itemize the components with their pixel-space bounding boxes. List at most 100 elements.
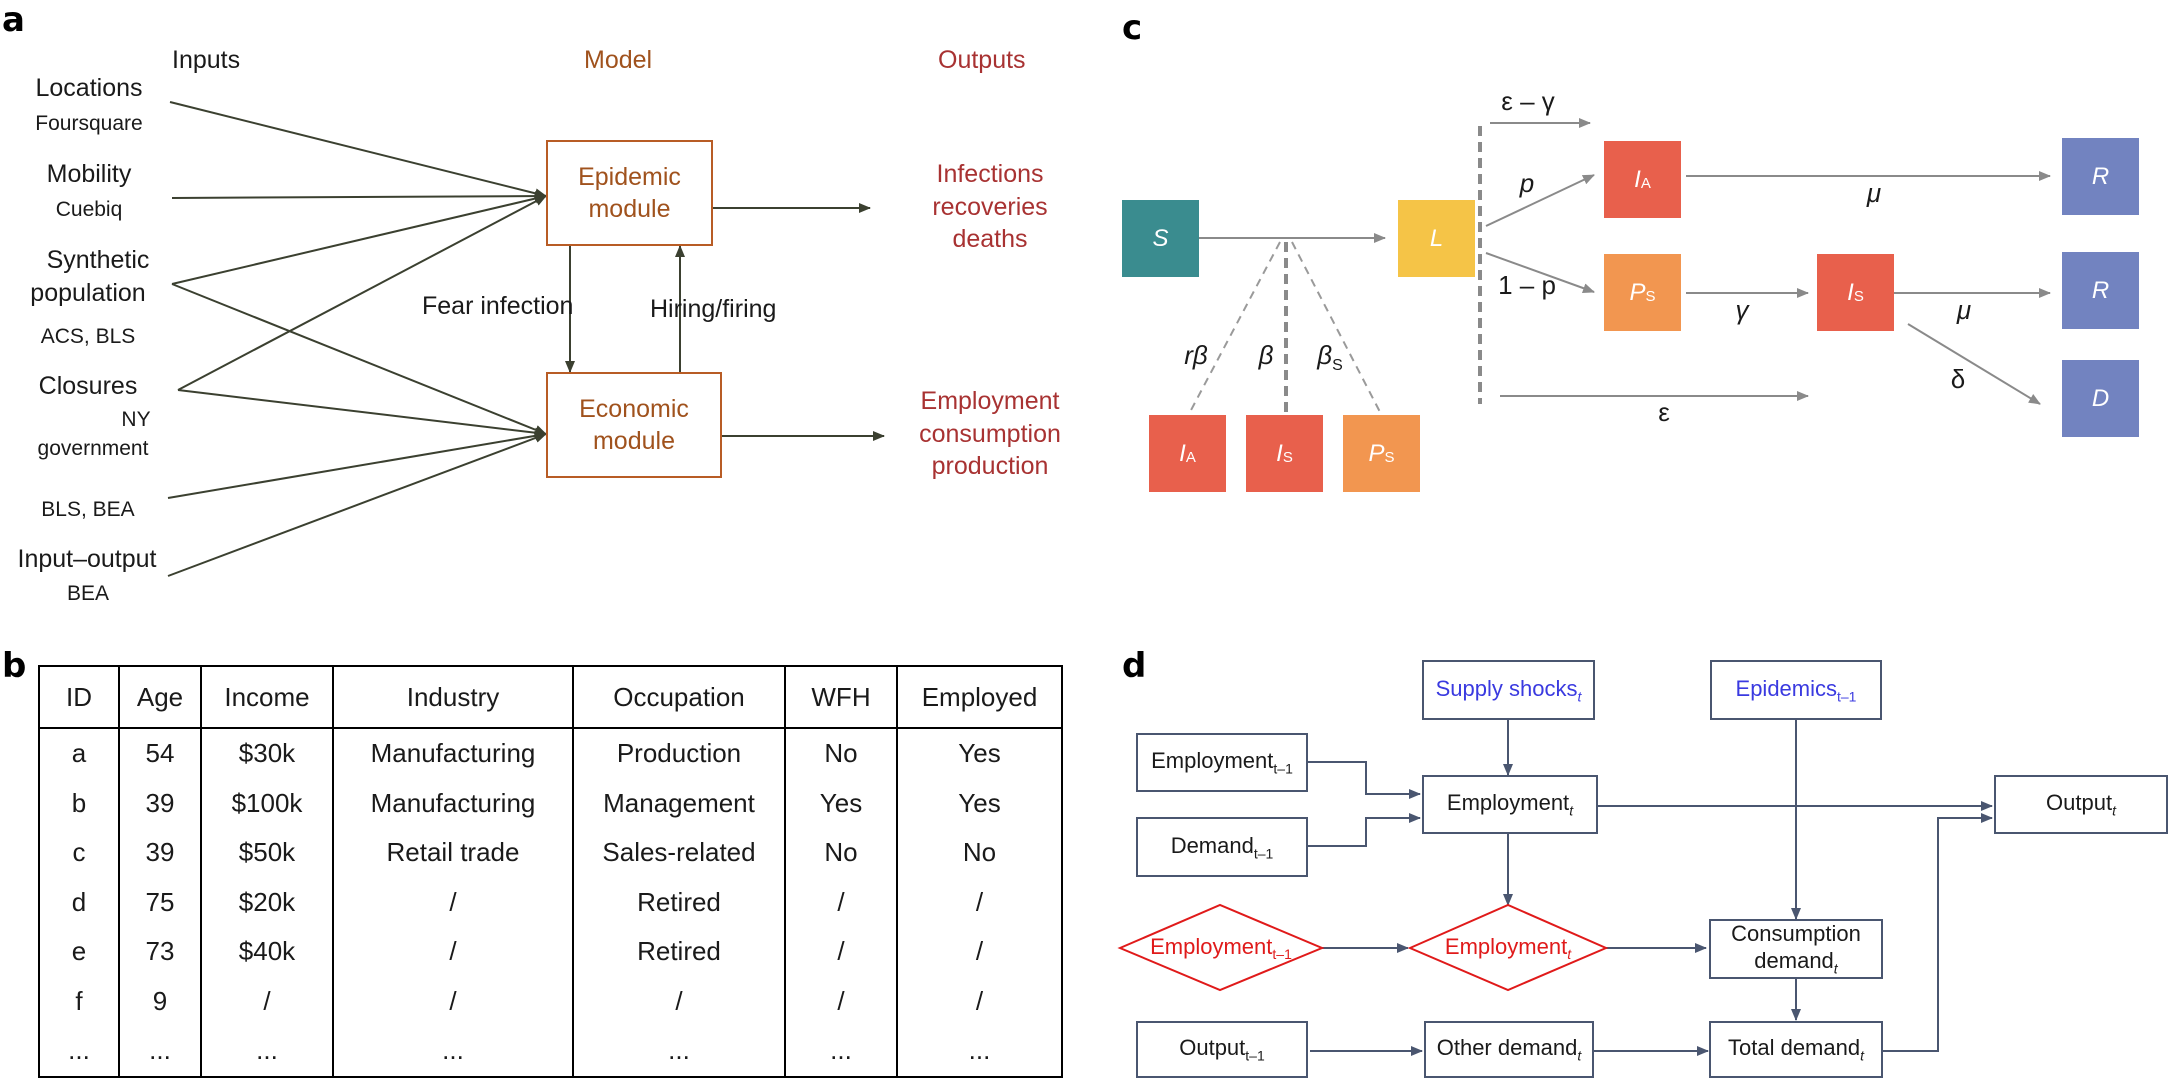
outputs-econ-line1: Employment [920,387,1060,415]
rate-beta-s-sub: S [1332,357,1343,375]
col-employed: Employed [896,665,1063,729]
epidemic-module-line1: Epidemic [578,162,681,191]
box-output-prev: Outputt–1 [1136,1021,1308,1078]
col-income: Income [200,665,334,729]
outputs-epi: Infections recoveries deaths [932,158,1047,256]
box-ia-bottom-sub: A [1185,449,1196,466]
table-cell: $20k [200,877,334,927]
rate-beta: β [1258,340,1274,370]
hiring-firing-label: Hiring/firing [650,295,777,323]
outputs-epi-line2: recoveries [932,192,1048,221]
employment-t-sub: t [1569,802,1574,819]
table-cell: ... [200,1026,334,1078]
col-age: Age [118,665,202,729]
demand-prev-sub: t–1 [1253,844,1274,861]
input-io: Input–output [17,545,157,573]
table-cell: $40k [200,927,334,977]
box-total-demand: Total demandt [1709,1021,1883,1078]
input-mobility: Mobility [46,160,132,188]
input-closures-source2: government [37,437,149,460]
input-closures: Closures [38,372,138,400]
table-cell: Manufacturing [332,728,574,779]
table-cell: / [200,976,334,1026]
arrow-synthetic-epidemic [171,193,547,285]
box-supply-shocks: Supply shockst [1422,660,1595,720]
box-ps-top-sub: S [1645,288,1656,305]
arrow-is-d [1907,323,2041,405]
box-is-bottom-sub: S [1282,449,1293,466]
arrow-mobility-epidemic [171,191,547,202]
table-cell: d [38,877,120,927]
output-t-text: Output [2046,790,2113,816]
economic-module-line2: module [592,427,675,455]
table-cell: 9 [118,976,202,1026]
table-cell: / [784,877,898,927]
box-r-middle: R [2062,252,2139,329]
table-cell: / [896,927,1063,977]
total-demand-text: Total demand [1728,1035,1861,1061]
outputs-econ-line2: consumption [919,419,1061,448]
table-cell: f [38,976,120,1026]
outputs-epi-line3: deaths [952,225,1028,253]
panel-label-c: c [1122,8,1143,48]
arrow-emp-prev-emp [1306,761,1421,799]
epidemics-text: Epidemics [1735,675,1837,701]
input-synthetic: Synthetic [46,246,150,274]
rate-eps-gamma: ε – γ [1501,86,1555,116]
employment-prev-sub: t–1 [1273,760,1293,777]
table-cell: e [38,927,120,977]
box-employment-t: Employmentt [1422,775,1598,834]
table-cell: No [896,828,1063,878]
box-l: L [1398,200,1475,277]
table-cell: 75 [118,877,202,927]
input-locations-source: Foursquare [35,112,143,135]
output-prev-text: Output [1179,1035,1246,1061]
table-cell: Management [572,778,786,828]
table-cell: b [38,778,120,828]
input-locations: Locations [35,74,143,102]
box-demand-prev: Demandt–1 [1136,817,1308,877]
table-cell: / [572,976,786,1026]
input-bls-source: BLS, BEA [41,498,135,521]
box-s-label: S [1152,224,1169,252]
table-cell: Retail trade [332,828,574,878]
panel-label-a: a [2,0,25,40]
employment-t-red-text: Employment [1444,933,1568,959]
col-occupation: Occupation [572,665,786,729]
table-cell: / [784,927,898,977]
employment-t-red-label: Employmentt [1445,934,1571,962]
input-population: population [30,279,146,307]
box-output-t: Outputt [1994,775,2168,834]
rate-eps: ε [1658,397,1670,427]
panel-label-d: d [1122,646,1147,686]
rate-one-minus-p: 1 – p [1498,270,1556,300]
table-cell: ... [572,1026,786,1078]
arrow-locations-epidemic [169,101,547,199]
output-prev-sub: t–1 [1245,1047,1265,1064]
table-cell: Yes [896,778,1063,828]
fear-infection-label: Fear infection [422,292,574,320]
outputs-econ-line3: production [931,452,1049,480]
table-cell: ... [784,1026,898,1078]
table-cell: $100k [200,778,334,828]
table-cell: ... [332,1026,574,1078]
supply-shocks-sub: t [1577,687,1582,704]
rate-mu-top: μ [1866,178,1882,208]
box-ia-bottom-label: I [1179,439,1186,467]
table-cell: Yes [896,728,1063,779]
arrow-closures-economic [177,389,547,438]
col-id: ID [38,665,120,729]
arrow-l-ia [1485,174,1595,227]
rate-p: p [1519,168,1535,198]
table-cell: / [896,976,1063,1026]
box-ia-top-label: I [1634,165,1641,193]
table-cell: $30k [200,728,334,779]
